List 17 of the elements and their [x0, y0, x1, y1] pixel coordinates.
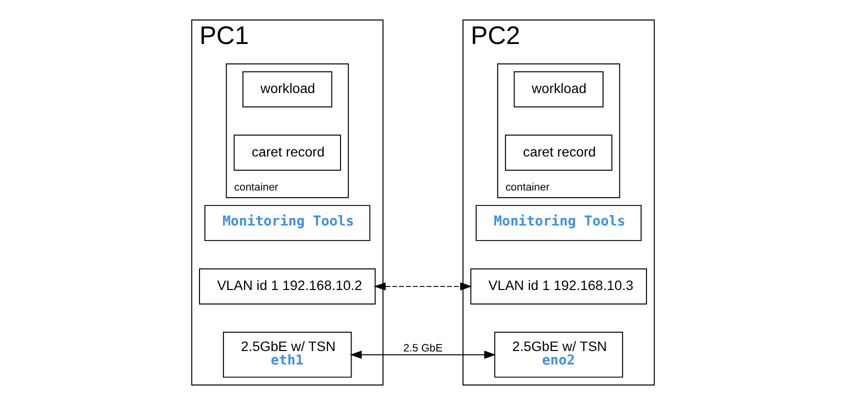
node-box: 2.5GbE w/ TSN eno2 [494, 332, 623, 378]
cluster [225, 63, 348, 198]
node-box: Monitoring Tools [204, 204, 370, 242]
node-box: workload [242, 71, 332, 108]
node-label: container [234, 182, 278, 194]
node-box: caret record [504, 134, 612, 171]
arrow [350, 350, 496, 359]
node-box: workload [513, 71, 604, 108]
arrow [373, 282, 472, 291]
node-label: container [504, 182, 550, 194]
node-box: 2.5GbE w/ TSN eth1 [222, 332, 352, 378]
node-box: Monitoring Tools [475, 204, 642, 242]
node-box: caret record [233, 134, 341, 171]
node-box: VLAN id 1 192.168.10.2 [198, 268, 376, 304]
cluster [496, 63, 620, 198]
node-box: VLAN id 1 192.168.10.3 [470, 268, 646, 304]
edge-label: 2.5 GbE [402, 342, 442, 355]
